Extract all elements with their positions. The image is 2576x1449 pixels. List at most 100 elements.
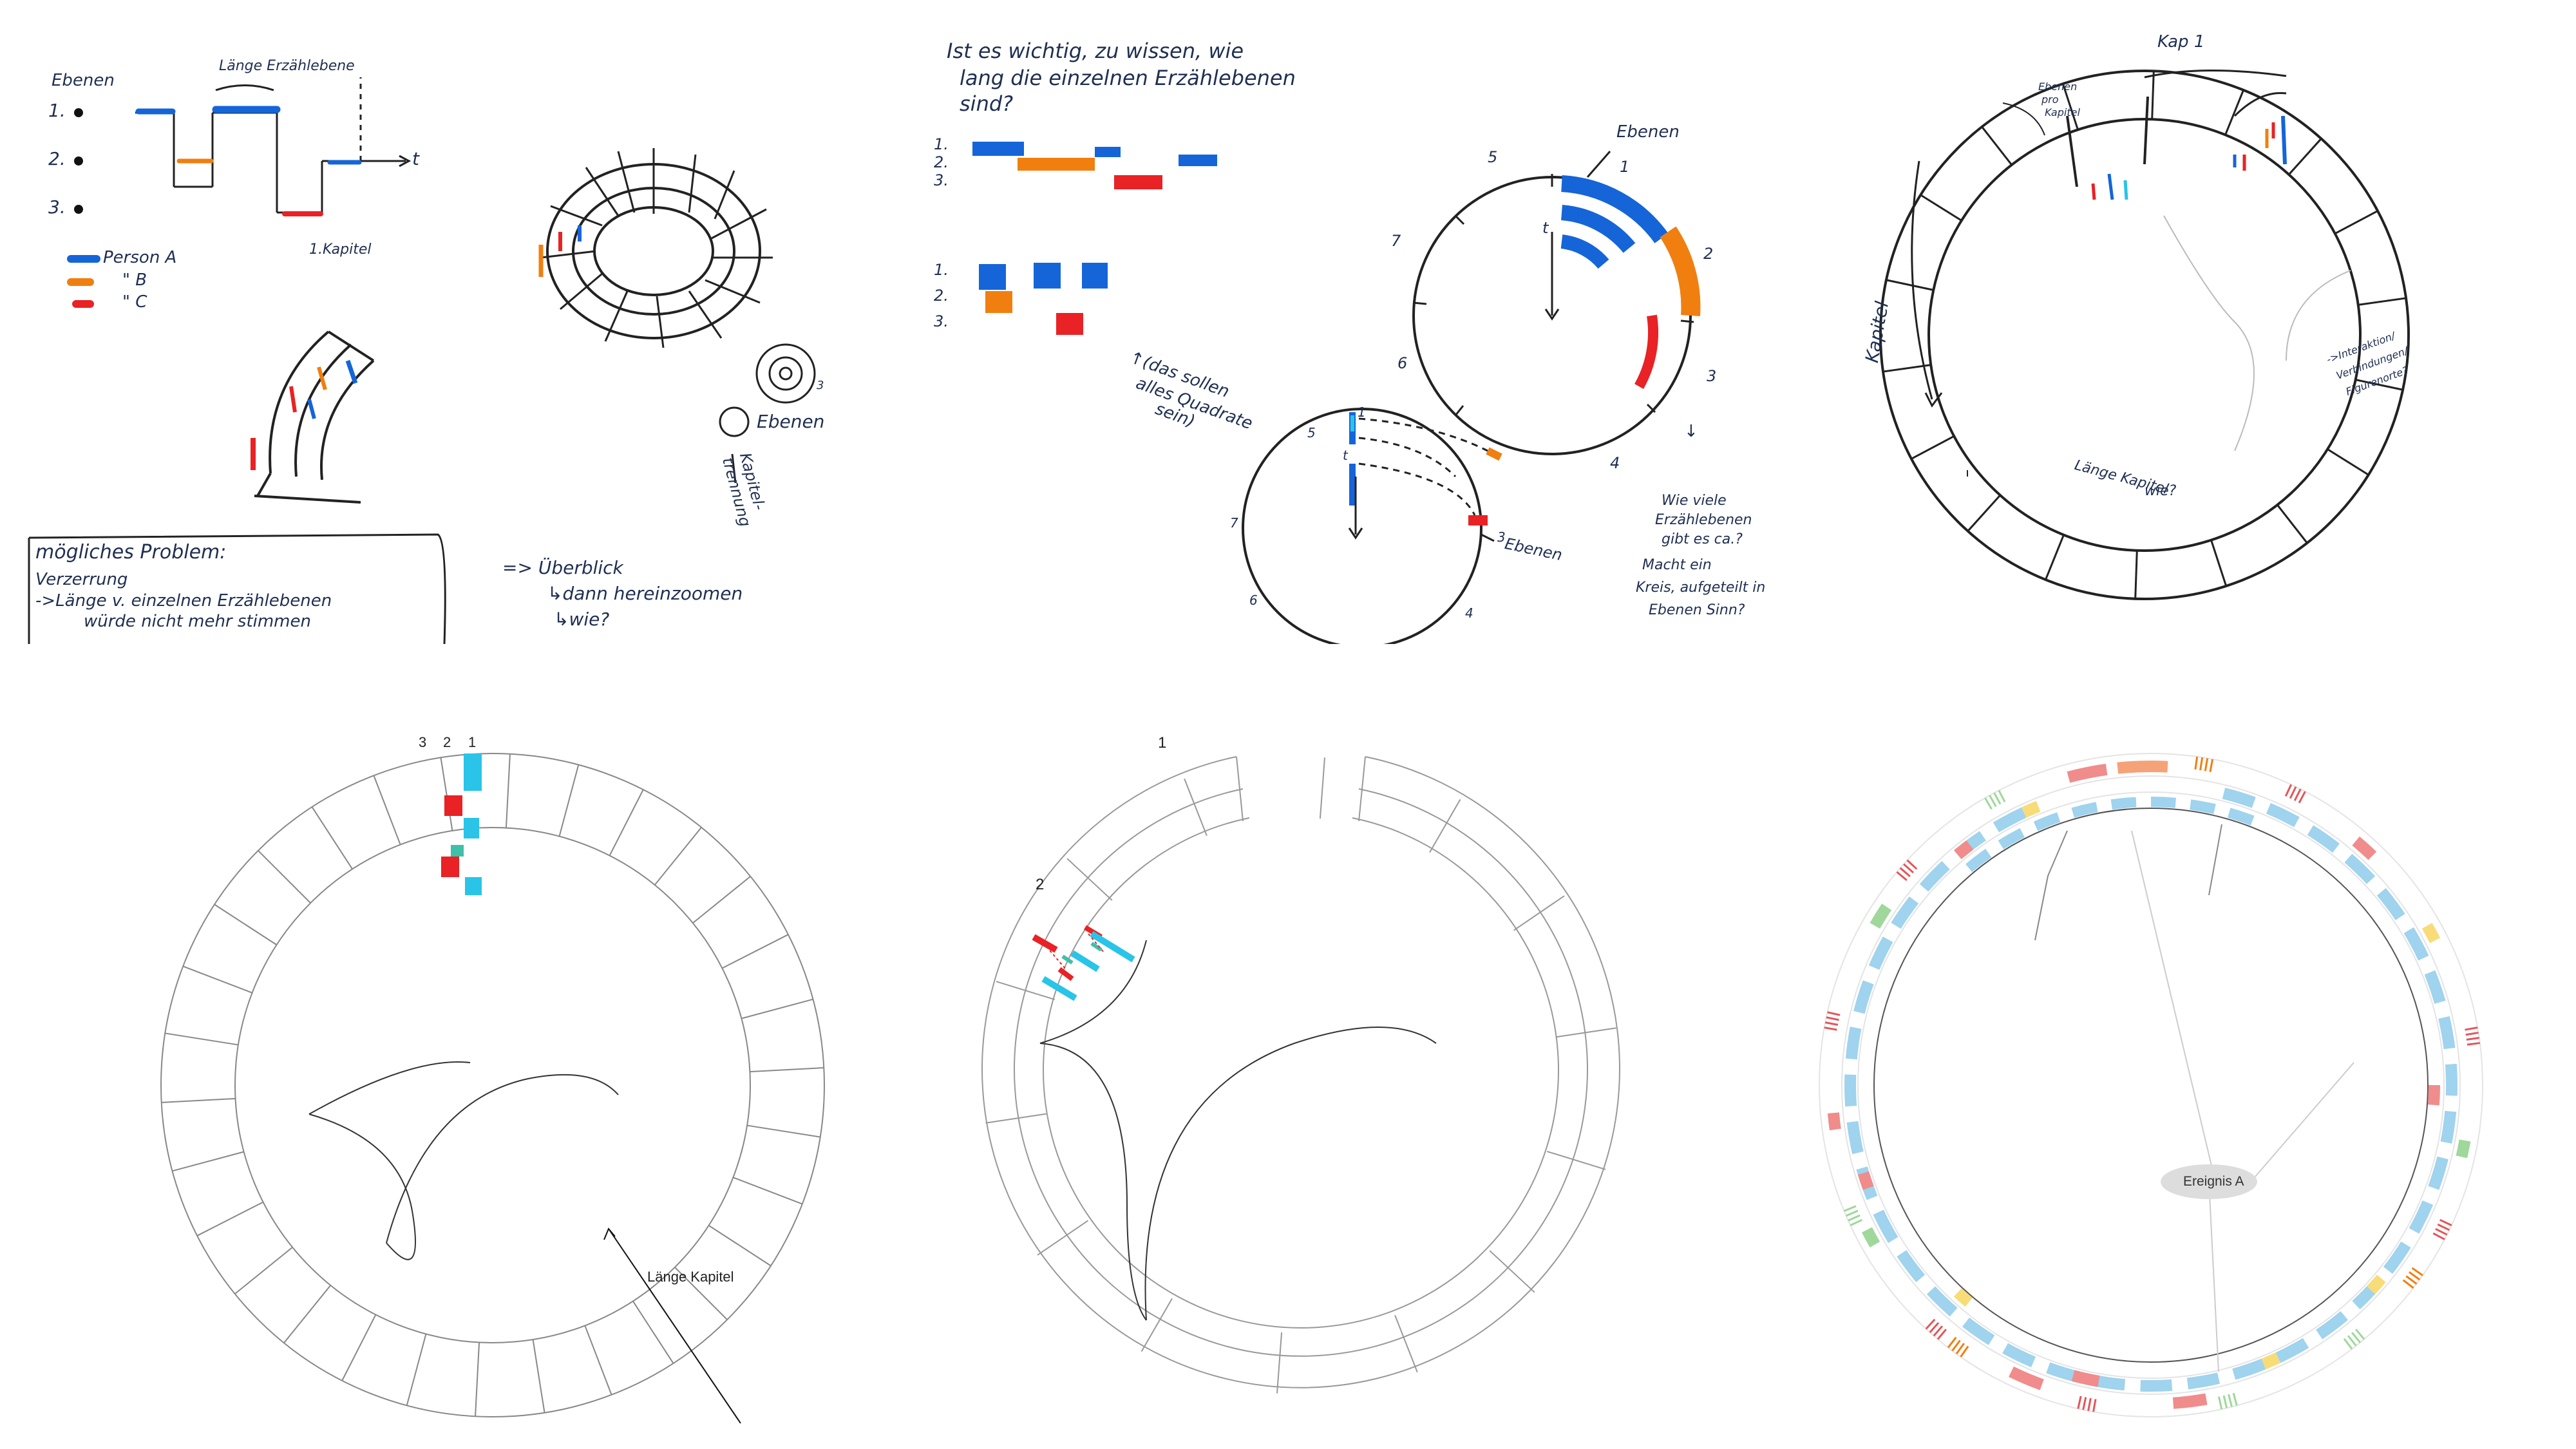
spoke: [234, 1246, 293, 1294]
level-segment: [1891, 896, 1919, 929]
event-tick: [2435, 1227, 2448, 1236]
event-tick: [2077, 1396, 2082, 1409]
spoke: [182, 965, 252, 994]
event-tick: [1993, 792, 2002, 805]
event-tick: [1899, 867, 1911, 878]
event-tick: [2465, 1027, 2478, 1031]
level-segment: [2440, 1110, 2457, 1144]
spoke: [741, 998, 813, 1019]
spoke: [674, 1267, 728, 1320]
spoke: [311, 806, 353, 870]
spoke: [1319, 757, 1325, 819]
level-segment: [2316, 1311, 2348, 1340]
spoke: [440, 757, 453, 831]
level-segment: [2232, 1358, 2266, 1380]
event-tick: [2437, 1223, 2450, 1231]
spoke: [2210, 540, 2228, 587]
event-tick: [2298, 791, 2306, 804]
count-question-6: Ebenen Sinn?: [1649, 602, 1745, 618]
level-segment: [1870, 904, 1892, 929]
level-segment: [2266, 802, 2300, 828]
row-num-1: 1.: [934, 135, 949, 153]
length-label: Länge Erzählebene: [219, 58, 355, 74]
level-segment: [2344, 853, 2376, 884]
small-clock-t: t: [1343, 448, 1348, 463]
level-segment: [1873, 1209, 1899, 1244]
spoke: [2355, 379, 2403, 391]
spoke: [1967, 494, 2001, 532]
diagram-panel-final: Ereignis A: [1765, 728, 2505, 1436]
level-num-2: 2.: [48, 148, 66, 169]
event-tick: [2194, 756, 2199, 770]
level-segment: [2071, 1370, 2100, 1387]
small-clock-5: 5: [1307, 425, 1316, 440]
event-a-node[interactable]: [2161, 1164, 2257, 1199]
diagram1-level-1: 1: [468, 734, 477, 750]
spoke: [1555, 1027, 1616, 1038]
level-segment: [2222, 788, 2256, 808]
legend-person-b: " B: [122, 270, 147, 290]
spoke: [985, 1113, 1046, 1124]
spoke: [1886, 279, 1934, 291]
event-tick: [1846, 1209, 1859, 1217]
level-segment: [2172, 1393, 2208, 1409]
level-segment: [2428, 1156, 2448, 1190]
level-segment: [2140, 1379, 2173, 1392]
legend-person-c: " C: [122, 292, 147, 312]
level-segment: [2383, 1241, 2411, 1274]
level-segment: [2021, 800, 2041, 818]
diagram-chapters-svg: [160, 753, 825, 1424]
level-segment: [2009, 1366, 2044, 1390]
event-tick: [2432, 1232, 2445, 1240]
level-segment: [2438, 1016, 2456, 1050]
level-segment: [1868, 936, 1893, 971]
sketch-chapters-drawing: [1879, 69, 2410, 600]
event-tick: [2087, 1397, 2092, 1411]
event-tick: [1843, 1205, 1857, 1212]
level-segment: [2409, 1200, 2434, 1234]
count-question-4: Macht ein: [1642, 557, 1712, 573]
event-tick: [2465, 1032, 2479, 1036]
problem-line-3: ->Länge v. einzelnen Erzählebenen: [35, 591, 332, 611]
event-tick: [2405, 1275, 2418, 1285]
spoke: [584, 1325, 612, 1396]
event-tick: [2289, 786, 2297, 799]
diagram1-level-3: 3: [419, 734, 427, 750]
level-segment: [2002, 1343, 2036, 1368]
level-num-3: 3.: [48, 196, 66, 218]
overview-line-1: => Überblick: [502, 557, 623, 578]
ebenen-pro-kapitel-2: pro: [2041, 93, 2059, 106]
big-clock-4: 4: [1610, 454, 1620, 472]
spoke: [708, 1225, 772, 1267]
spoke: [1429, 799, 1461, 853]
spoke: [654, 827, 702, 886]
diagram2-label-1: 1: [1158, 734, 1167, 752]
spoke: [161, 1097, 236, 1103]
event-tick: [1824, 1027, 1837, 1031]
event-a-label: Ereignis A: [2183, 1174, 2244, 1189]
spoke: [2358, 297, 2407, 306]
level-segment: [2366, 1274, 2386, 1294]
level-segment: [2110, 797, 2137, 810]
event-tick: [1825, 1021, 1839, 1026]
event-tick: [2351, 1332, 2361, 1343]
spoke: [2151, 71, 2155, 120]
spoke: [750, 1067, 824, 1073]
spoke: [996, 981, 1056, 1001]
spoke: [505, 753, 511, 828]
row2-num-2: 2.: [934, 287, 949, 305]
level-segment: [1846, 1121, 1864, 1155]
diagram-final-svg: [1819, 753, 2483, 1417]
level-segment: [2424, 970, 2446, 1004]
level-segment: [2186, 1372, 2221, 1390]
event-tick: [1955, 1343, 1965, 1355]
problem-line-4: würde nicht mehr stimmen: [84, 612, 311, 631]
spoke: [2224, 90, 2244, 135]
spoke: [2327, 448, 2369, 476]
spoke: [214, 904, 278, 945]
spoke: [692, 876, 751, 924]
spoke: [1276, 1332, 1283, 1394]
level-segment: [2067, 763, 2108, 783]
level-segment: [1853, 980, 1874, 1014]
small-clock-4: 4: [1465, 605, 1473, 621]
